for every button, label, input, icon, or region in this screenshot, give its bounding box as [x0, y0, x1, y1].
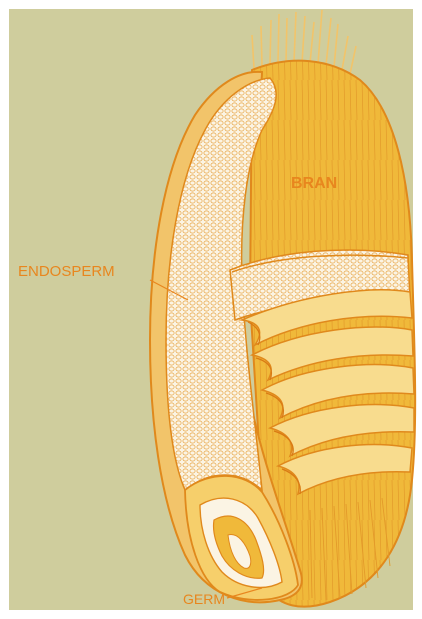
label-endosperm: ENDOSPERM [18, 263, 115, 280]
label-bran: BRAN [291, 175, 337, 192]
label-germ: GERM [183, 591, 225, 607]
